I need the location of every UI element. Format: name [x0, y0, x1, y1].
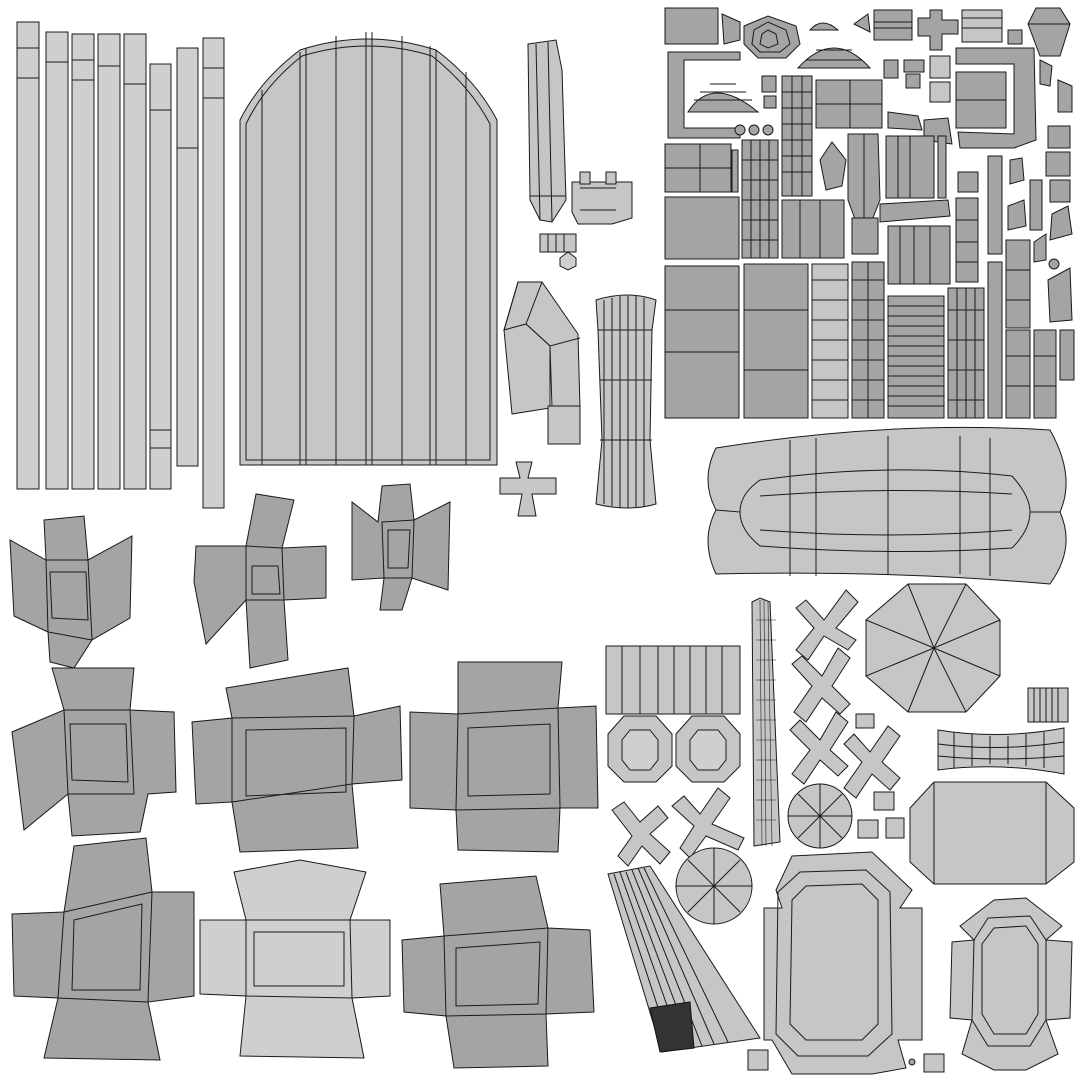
hinge-pieces [527, 39, 633, 271]
box-unfolds [9, 483, 599, 1069]
cushion-shell [707, 426, 1067, 585]
plank-strips [16, 21, 225, 509]
curved-bracket [499, 281, 657, 517]
arched-door [239, 32, 498, 466]
bottom-right-cluster [605, 583, 1075, 1075]
atlas-region [664, 7, 1075, 419]
